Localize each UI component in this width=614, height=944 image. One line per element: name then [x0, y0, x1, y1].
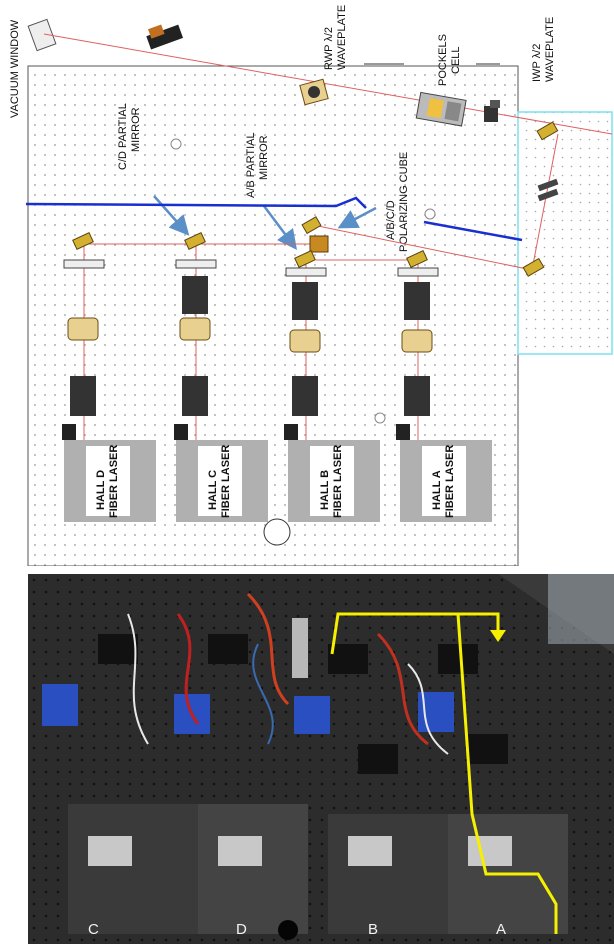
translation-stage — [348, 836, 392, 866]
photo-label-b: B — [368, 921, 378, 938]
rwp-label: RWP λ/2 WAVEPLATE — [323, 5, 348, 70]
svg-text:HALL B FIBER LASER: HALL B FIBER LASER — [319, 445, 344, 518]
ab-partial-mirror-label: A/B PARTIAL MIRROR — [245, 130, 270, 198]
rwp-waveplate — [299, 78, 329, 106]
laser-channel-d — [62, 232, 105, 440]
cable — [407, 663, 449, 755]
translation-stage — [88, 836, 132, 866]
laser-channel-a — [396, 250, 439, 440]
optic-mount — [438, 644, 478, 674]
pockels-label: POCKELS CELL — [437, 31, 462, 86]
return-beam — [317, 225, 533, 271]
vacuum-boundary-line — [25, 196, 367, 209]
polarizing-cube — [309, 235, 329, 253]
table-hole — [424, 208, 436, 220]
photo-label-a: A — [496, 921, 506, 938]
mount-fixture — [146, 24, 184, 50]
return-beam — [531, 133, 559, 271]
cable — [246, 592, 290, 706]
cable — [252, 643, 274, 745]
cable — [376, 632, 429, 746]
iwp-label: IWP λ/2 WAVEPLATE — [531, 17, 556, 82]
svg-text:HALL D FIBER LASER: HALL D FIBER LASER — [95, 445, 120, 518]
polarizing-cube-label: A/B/C/D POLARIZING CUBE — [385, 152, 410, 252]
turning-mirror — [536, 121, 559, 141]
optic-mount — [328, 644, 368, 674]
vacuum-extension-box — [517, 111, 613, 355]
ab-mirror-arrow — [263, 205, 297, 250]
hall-c-fiber-laser: HALL C FIBER LASER — [176, 440, 268, 522]
output-beam — [43, 33, 613, 135]
beam-path-arrowhead — [490, 630, 506, 642]
laser-channel-b — [284, 250, 327, 440]
beam-path-overlay — [458, 612, 500, 634]
waveplate-pair — [537, 178, 559, 202]
cable — [127, 613, 149, 745]
silver-post — [292, 618, 308, 678]
hall-b-fiber-laser: HALL B FIBER LASER — [288, 440, 380, 522]
optic-mount — [468, 734, 508, 764]
hall-d-fiber-laser: HALL D FIBER LASER — [64, 440, 156, 522]
vacuum-boundary-line — [423, 220, 523, 242]
blue-module — [294, 696, 330, 734]
enclosure-glass — [548, 574, 614, 644]
breadboard — [68, 804, 198, 934]
optical-table-schematic: VACUUM WINDOW RWP λ/2 WAVEPLATE POCKELS … — [9, 5, 613, 566]
photo-label-d: D — [236, 921, 247, 938]
optical-table-photo: C D B A — [28, 574, 614, 944]
pockels-cell — [415, 91, 467, 127]
svg-text:HALL A FIBER LASER: HALL A FIBER LASER — [431, 445, 456, 518]
table-hole — [374, 412, 386, 424]
photo-render: C D B A — [28, 574, 614, 944]
floor-fixture — [278, 920, 298, 940]
photo-label-c: C — [88, 921, 99, 938]
beam-path-overlay — [330, 612, 558, 934]
cable — [176, 613, 200, 725]
translation-stage — [218, 836, 262, 866]
svg-text:HALL C FIBER LASER: HALL C FIBER LASER — [207, 445, 232, 518]
cd-partial-mirror-label: C/D PARTIAL MIRROR — [117, 101, 142, 171]
blue-module — [42, 684, 78, 726]
laser-channel-c — [174, 232, 217, 440]
cd-mirror-arrow — [153, 195, 190, 236]
optic-mount — [358, 744, 398, 774]
cube-arrow — [337, 206, 377, 229]
hall-a-fiber-laser: HALL A FIBER LASER — [400, 440, 492, 522]
table-hole — [170, 138, 182, 150]
breadboard — [328, 814, 448, 934]
breadboard — [198, 804, 308, 934]
optic-mount — [98, 634, 138, 664]
translation-stage — [468, 836, 512, 866]
optic-mount — [208, 634, 248, 664]
vacuum-window-label: VACUUM WINDOW — [9, 19, 21, 118]
vacuum-window-fixture — [27, 18, 57, 52]
iwp-waveplate — [484, 100, 500, 122]
turning-mirror — [301, 216, 322, 235]
turning-mirror — [522, 257, 545, 277]
table-hole — [263, 518, 291, 546]
